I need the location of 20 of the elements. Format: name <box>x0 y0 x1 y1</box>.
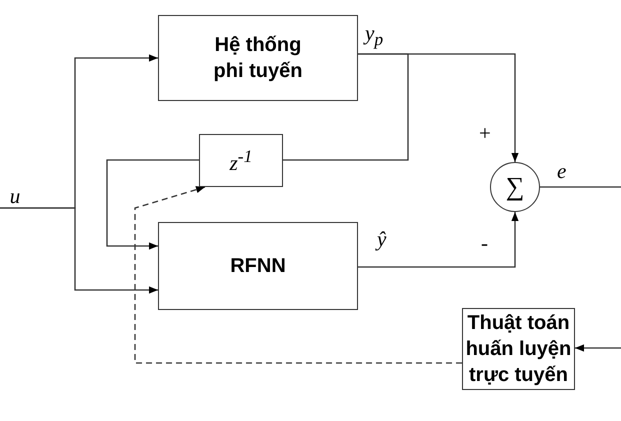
process-box <box>158 222 358 310</box>
arrow <box>575 344 621 352</box>
sum-symbol: ∑ <box>506 172 524 202</box>
block-title: RFNN <box>230 254 286 279</box>
signal-label: u <box>10 184 20 208</box>
arrow <box>0 207 158 294</box>
signal-line <box>283 53 409 161</box>
block-label: z$^{-1}$ <box>230 146 252 176</box>
sign-label: + <box>479 122 491 144</box>
dashed-arrow <box>134 186 462 364</box>
block-title: Thuật toán huấn luyện trực tuyến <box>464 311 572 388</box>
delay-block <box>199 134 283 187</box>
signal-line <box>540 186 621 188</box>
arrow <box>106 159 199 250</box>
summing-junction <box>490 162 540 212</box>
arrow <box>358 212 519 268</box>
sign-label: - <box>481 232 488 254</box>
block-title: Hệ thống phi tuyến <box>212 33 304 84</box>
edge-label: ŷ <box>376 228 388 250</box>
process-box <box>158 15 358 101</box>
